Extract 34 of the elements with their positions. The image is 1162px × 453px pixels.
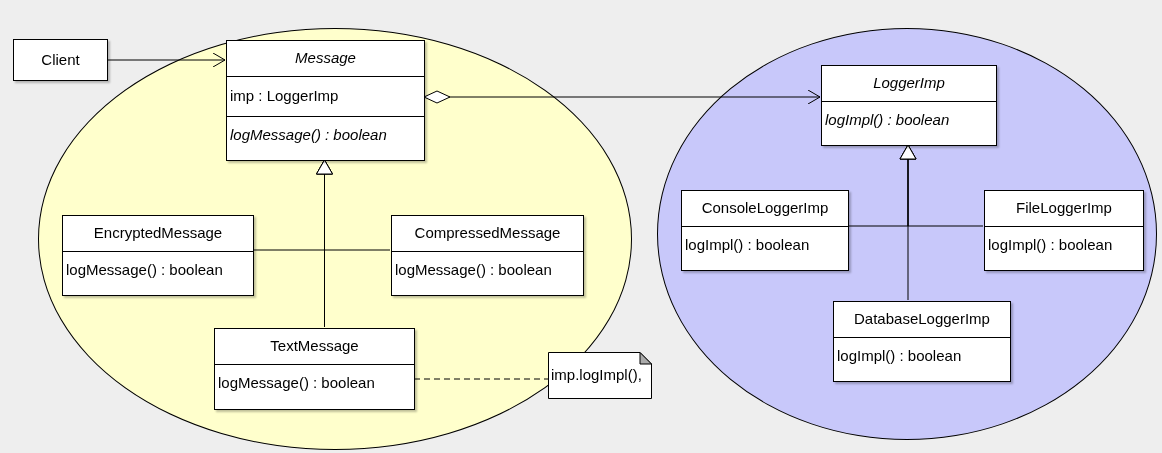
- class-name: CompressedMessage: [414, 223, 561, 244]
- class-name: FileLoggerImp: [1016, 198, 1112, 219]
- class-box: [681, 190, 849, 271]
- class-box: [13, 39, 108, 81]
- class-name: EncryptedMessage: [93, 223, 223, 244]
- note-box: [548, 352, 652, 399]
- generalization-arrow: [899, 144, 917, 301]
- member-text: logImpl() : boolean: [988, 236, 1113, 253]
- member-text: logImpl() : boolean: [685, 236, 810, 253]
- class-name: LoggerImp: [873, 73, 945, 94]
- class-box: [62, 215, 254, 296]
- member-text: logMessage() : boolean: [395, 261, 552, 278]
- note-link: [413, 378, 549, 380]
- member-text: logMessage() : boolean: [230, 126, 387, 143]
- class-name: ConsoleLoggerImp: [701, 198, 829, 219]
- class-box: [391, 215, 584, 296]
- class-box: [821, 65, 997, 146]
- member-text: logMessage() : boolean: [66, 261, 223, 278]
- aggregation-arrow: [423, 89, 821, 105]
- member-text: imp : LoggerImp: [230, 86, 339, 107]
- class-name: TextMessage: [270, 336, 359, 357]
- member-text: logImpl() : boolean: [837, 347, 962, 364]
- association-arrow: [107, 52, 226, 68]
- class-box: [833, 301, 1011, 382]
- class-box: [214, 328, 415, 410]
- generalization-arrow: [316, 159, 333, 328]
- class-name: DatabaseLoggerImp: [854, 309, 990, 330]
- class-name: Client: [41, 49, 80, 70]
- class-box: [226, 40, 425, 161]
- member-text: logMessage() : boolean: [218, 374, 375, 391]
- note-text: imp.logImpl(),: [550, 365, 642, 386]
- class-box: [984, 190, 1144, 271]
- member-text: logImpl() : boolean: [825, 111, 950, 128]
- class-name: Message: [295, 48, 356, 69]
